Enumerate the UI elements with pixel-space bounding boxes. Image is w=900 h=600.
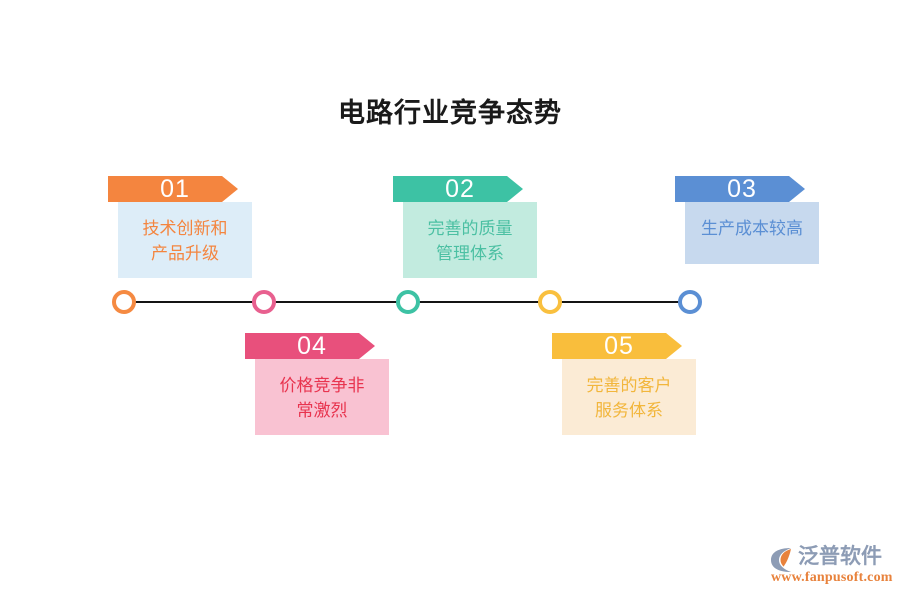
card-05-banner: 05	[552, 333, 682, 359]
card-03[interactable]: 03 生产成本较高	[675, 176, 819, 264]
card-02-text-line2: 管理体系	[436, 244, 504, 263]
card-03-banner-bar	[675, 176, 789, 202]
card-03-text-line1: 生产成本较高	[701, 219, 803, 238]
card-02-body: 完善的质量 管理体系	[403, 202, 537, 278]
card-05-number: 05	[604, 332, 634, 360]
card-01-number: 01	[160, 175, 190, 203]
card-02[interactable]: 02 完善的质量 管理体系	[393, 176, 537, 278]
timeline-node-01	[112, 290, 136, 314]
logo-url-text: www.fanpusoft.com	[771, 570, 893, 585]
logo-brand-text: 泛普软件	[798, 545, 882, 568]
card-03-banner: 03	[675, 176, 805, 202]
card-04[interactable]: 04 价格竞争非 常激烈	[245, 333, 389, 435]
card-02-banner-bar	[393, 176, 507, 202]
card-04-banner-bar	[245, 333, 359, 359]
card-01[interactable]: 01 技术创新和 产品升级	[108, 176, 252, 278]
card-04-text-line1: 价格竞争非	[279, 376, 365, 395]
page-title: 电路行业竞争态势	[338, 98, 562, 128]
card-03-number: 03	[727, 175, 757, 203]
card-05-banner-arrow-icon	[666, 333, 682, 359]
card-04-number: 04	[297, 332, 327, 360]
card-03-body: 生产成本较高	[685, 202, 819, 264]
card-01-text-line2: 产品升级	[151, 244, 219, 263]
card-01-banner: 01	[108, 176, 238, 202]
card-04-text-line2: 常激烈	[296, 401, 348, 420]
card-02-number: 02	[445, 175, 475, 203]
card-05-body: 完善的客户 服务体系	[562, 359, 696, 435]
timeline-node-02	[252, 290, 276, 314]
timeline-node-03	[396, 290, 420, 314]
card-03-banner-arrow-icon	[789, 176, 805, 202]
watermark-logo: 泛普软件 www.fanpusoft.com	[768, 545, 893, 587]
card-01-body: 技术创新和 产品升级	[118, 202, 252, 278]
card-05-banner-bar	[552, 333, 666, 359]
timeline-node-04	[538, 290, 562, 314]
card-02-text-line1: 完善的质量	[427, 219, 513, 238]
card-05[interactable]: 05 完善的客户 服务体系	[552, 333, 696, 435]
card-05-text-line1: 完善的客户	[586, 376, 672, 395]
card-04-banner: 04	[245, 333, 375, 359]
card-04-body: 价格竞争非 常激烈	[255, 359, 389, 435]
card-04-banner-arrow-icon	[359, 333, 375, 359]
card-01-banner-bar	[108, 176, 222, 202]
card-02-banner: 02	[393, 176, 523, 202]
card-05-text-line2: 服务体系	[595, 401, 663, 420]
fanpu-logo-icon	[768, 547, 796, 573]
timeline-node-05	[678, 290, 702, 314]
card-01-text-line1: 技术创新和	[142, 219, 228, 238]
card-01-banner-arrow-icon	[222, 176, 238, 202]
card-02-banner-arrow-icon	[507, 176, 523, 202]
